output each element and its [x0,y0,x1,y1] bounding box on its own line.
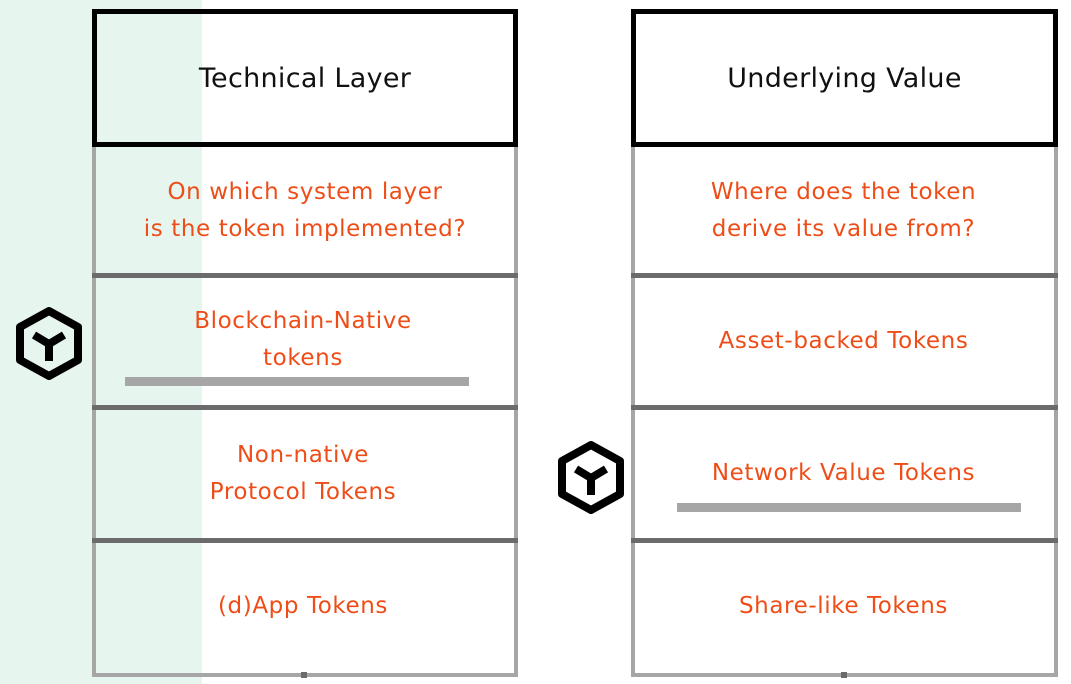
left-divider-2 [92,405,518,410]
left-divider-1 [92,273,518,278]
right-row-network-value: Network Value Tokens [711,460,976,486]
left-question: On which system layer is the token imple… [143,178,467,242]
cube-logo-icon [558,441,624,514]
right-question: Where does the token derive its value fr… [710,178,977,242]
cube-logo-icon [16,307,82,380]
left-column-header: Technical Layer [92,9,518,147]
right-divider-3 [631,538,1058,543]
left-row-blockchain-native: Blockchain-Native tokens [194,308,412,371]
left-divider-3 [92,538,518,543]
left-bottom-connector [301,672,307,678]
right-row-asset-backed: Asset-backed Tokens [718,328,969,354]
right-header-label: Underlying Value [727,62,962,94]
right-divider-2 [631,405,1058,410]
right-bottom-connector [841,672,847,678]
left-header-label: Technical Layer [198,62,412,94]
right-column-header: Underlying Value [631,9,1058,147]
right-divider-1 [631,273,1058,278]
left-highlight-bar [125,377,469,386]
left-row-non-native: Non-native Protocol Tokens [209,442,397,505]
left-row-dapp: (d)App Tokens [217,593,388,619]
right-row-share-like: Share-like Tokens [738,593,949,619]
right-highlight-bar [677,503,1021,512]
highlight-band [0,0,202,684]
